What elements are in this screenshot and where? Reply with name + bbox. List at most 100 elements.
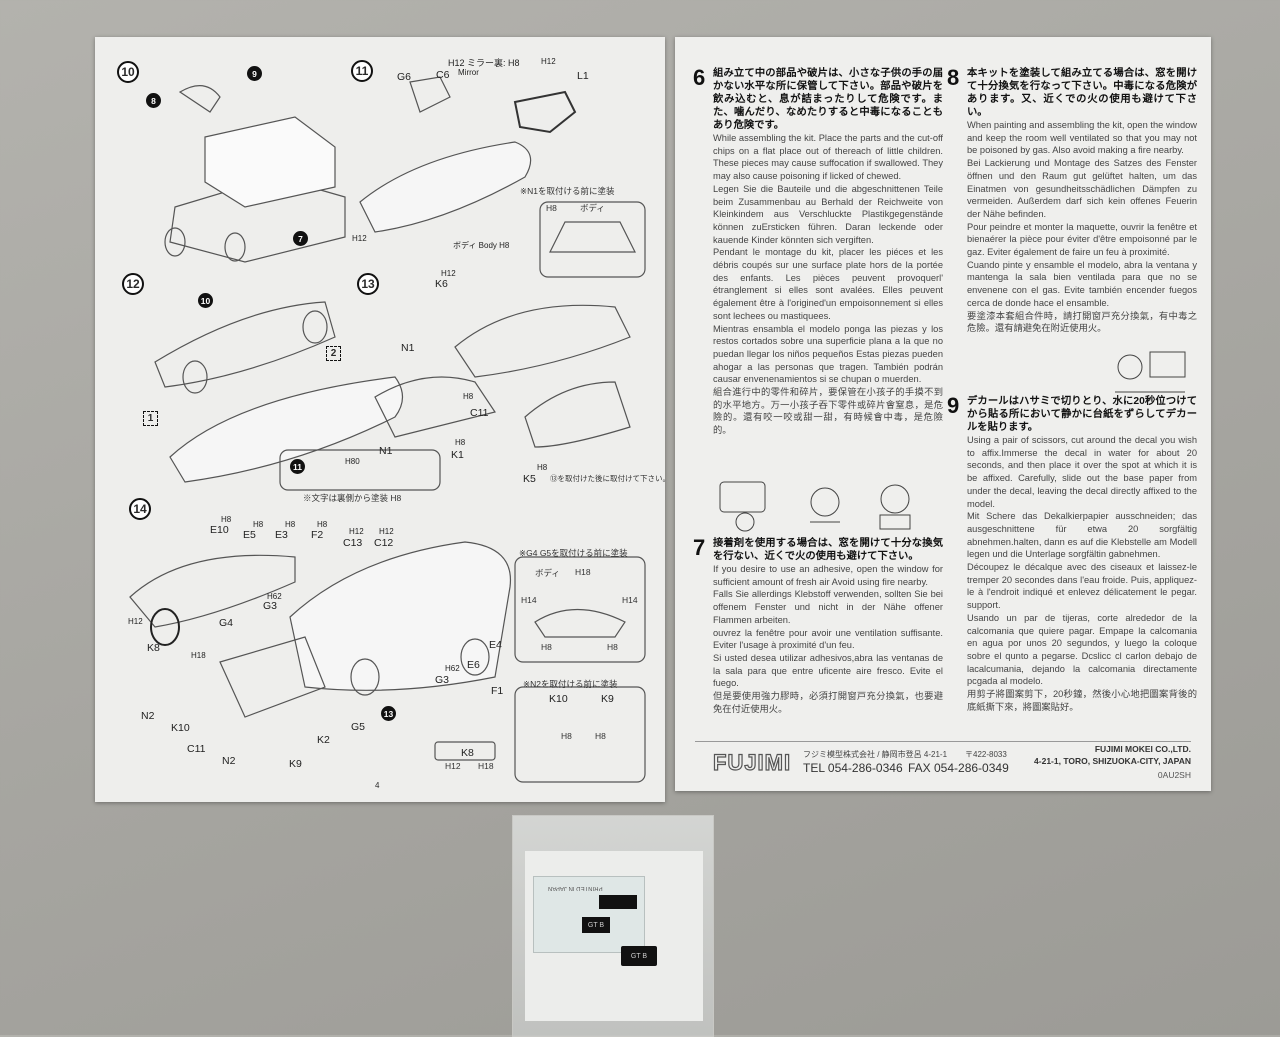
boxed-number-2: 2: [326, 346, 341, 361]
part-label-c6: C6: [436, 69, 450, 81]
section-zh: 但是要使用強力膠時，必須打開窗戸充分換氣，也要避免在付近使用火。: [713, 691, 943, 714]
section-en: Using a pair of scissors, cut around the…: [967, 435, 1197, 509]
part-label-c11: C11: [187, 743, 206, 755]
decal-emblem: GT B: [621, 946, 657, 966]
company-en: FUJIMI MOKEI CO.,LTD.: [1094, 744, 1191, 754]
section-ja: 組み立て中の部品や破片は、小さな子供の手の届かない水平な所に保管して下さい。部品…: [713, 68, 943, 131]
n1-h8-label: H8: [546, 203, 557, 213]
decal-sheet: PRINTED IN JAPAN GT B: [533, 876, 645, 953]
part-label-c13: C13: [343, 537, 363, 549]
part-number-7: 7: [293, 231, 308, 246]
section-fr: Découpez le décalque avec des ciseaux et…: [967, 562, 1197, 611]
company-ja: フジミ模型株式会社 / 静岡市登呂 4-21-1: [803, 750, 948, 759]
section-zh: 要塗漆本套組合件時，請打開窗戸充分換氣，有中毒之危險。還有請避免在附近使用火。: [967, 310, 1197, 334]
section-en: While assembling the kit. Place the part…: [713, 133, 943, 182]
color-label-h12: H12: [352, 234, 367, 243]
step-number-13: 13: [357, 273, 379, 295]
fujimi-logo: FUJIMI: [712, 749, 792, 775]
section-6: 6 組み立て中の部品や破片は、小さな子供の手の届かない水平な所に保管して下さい。…: [693, 67, 943, 437]
part-label-e5: E5: [243, 529, 256, 541]
page-number: 4: [375, 781, 380, 790]
color-label-h8: H8: [317, 520, 328, 529]
section-en: When painting and assembling the kit, op…: [967, 120, 1197, 156]
g4g5-h8-label: H8: [607, 642, 618, 652]
g4g5-paint-note: ※G4 G5を取付ける前に塗装: [519, 548, 628, 558]
color-label-h12: H12: [128, 617, 143, 626]
part-label-e10: E10: [210, 524, 229, 536]
section-fr: ouvrez la fenêtre pour avoir une ventila…: [713, 627, 943, 651]
part-number-8: 8: [146, 93, 161, 108]
part-label-k8: K8: [147, 642, 160, 654]
postal-code: 〒422-8033: [965, 750, 1007, 759]
n2-k9-label: K9: [601, 693, 614, 705]
section-8: 8 本キットを塗装して組み立てる場合は、窓を開けて十分換気を行なって下さい。中毒…: [947, 67, 1197, 335]
part-label-c12: C12: [374, 537, 394, 549]
k8-h18-label: H18: [478, 761, 494, 771]
part-label-e6: E6: [467, 659, 480, 671]
fax-number: FAX 054-286-0349: [908, 761, 1009, 775]
part-label-n1: N1: [379, 445, 393, 457]
letters-paint-note: ※文字は裏側から塗装 H8: [303, 493, 402, 503]
color-label-h8: H8: [253, 520, 264, 529]
color-label-h8: H8: [285, 520, 296, 529]
decal-print-text: PRINTED IN JAPAN: [548, 885, 603, 891]
part-label-e4: E4: [489, 639, 502, 651]
mirror-note: H12 ミラー裏: H8: [448, 58, 520, 68]
section-fr: Pendant le montage du kit, placer les pi…: [713, 247, 943, 321]
part-label-n2: N2: [141, 710, 155, 722]
g4g5-h14-label: H14: [622, 595, 638, 605]
part-label-c11: C11: [470, 407, 489, 419]
section-de: Bei Lackierung und Montage des Satzes de…: [967, 158, 1197, 219]
section-ja: デカールはハサミで切りとり、水に20秒位つけてから貼る所において静かに台紙をずら…: [967, 396, 1197, 433]
section-es: Si usted desea utilizar adhesivos,abra l…: [713, 652, 943, 689]
color-label-h62: H62: [445, 664, 460, 673]
part-label-f2: F2: [311, 529, 324, 541]
color-label-h18: H18: [191, 651, 206, 660]
decal-tag: GT B: [587, 921, 605, 929]
color-label-h12: H12: [541, 57, 556, 66]
g4g5-h14-label: H14: [521, 595, 537, 605]
section-number: 7: [693, 535, 706, 560]
warning-cartoons: [719, 481, 911, 532]
company-address: 4-21-1, TORO, SHIZUOKA-CITY, JAPAN: [1034, 756, 1191, 766]
part-number-9: 9: [247, 66, 262, 81]
color-label-h12: H12: [441, 269, 456, 278]
g4g5-h18-label: H18: [575, 567, 591, 577]
body-color-note: ボディ Body H8: [453, 241, 510, 250]
section-es: Mientras ensambla el modelo ponga las pi…: [713, 323, 943, 385]
boxed-number-1: 1: [143, 411, 158, 426]
section-9: 9 デカールはハサミで切りとり、水に20秒位つけてから貼る所において静かに台紙を…: [947, 395, 1197, 713]
tel-number: TEL 054-286-0346: [803, 761, 903, 775]
decal-bag: PRINTED IN JAPAN GT B GT B: [512, 815, 714, 1037]
section-en: If you desire to use an adhesive, open t…: [713, 564, 943, 587]
n2-k10-label: K10: [549, 693, 568, 705]
part-number-13: 13: [381, 706, 396, 721]
part-number-10: 10: [198, 293, 213, 308]
section-7: 7 接着剤を使用する場合は、窓を開けて十分な換気を行ない、近くで火の使用も避けて…: [693, 537, 943, 715]
part-label-l1: L1: [577, 70, 589, 82]
color-label-h12: H12: [349, 527, 364, 536]
color-label-h62: H62: [267, 592, 282, 601]
color-label-h12: H12: [379, 527, 394, 536]
color-label-h8: H8: [463, 392, 474, 401]
section-number: 8: [947, 65, 960, 90]
section-de: Mit Schere das Dekalkierpapier ausschnei…: [967, 511, 1197, 560]
n1-paint-note: ※N1を取付ける前に塗装: [520, 186, 615, 196]
n2-paint-note: ※N2を取付ける前に塗装: [523, 679, 618, 689]
part-label-g3: G3: [435, 674, 450, 686]
section-ja: 本キットを塗装して組み立てる場合は、窓を開けて十分換気を行なって下さい。中毒にな…: [967, 68, 1197, 118]
section-zh: 用剪子將圖案剪下，20秒鐘，然後小心地把圖案背後的底紙撕下來，將圖案貼好。: [967, 689, 1197, 712]
k8-h12-label: H12: [445, 761, 461, 771]
part-label-k10: K10: [171, 722, 190, 734]
decal-tag: GT B: [630, 952, 648, 960]
section-number: 6: [693, 65, 706, 90]
section-fr: Pour peindre et monter la maquette, ouvr…: [967, 221, 1197, 258]
g4g5-body-label: ボディ: [535, 568, 560, 578]
k8-title: K8: [461, 747, 474, 759]
color-label-h8: H8: [221, 515, 232, 524]
decal-emblem: GT B: [582, 917, 610, 933]
part-label-n1: N1: [401, 342, 415, 354]
instruction-sheet-safety: 6 組み立て中の部品や破片は、小さな子供の手の届かない水平な所に保管して下さい。…: [675, 37, 1211, 791]
step-number-14: 14: [129, 498, 151, 520]
part-label-k1: K1: [451, 449, 464, 461]
